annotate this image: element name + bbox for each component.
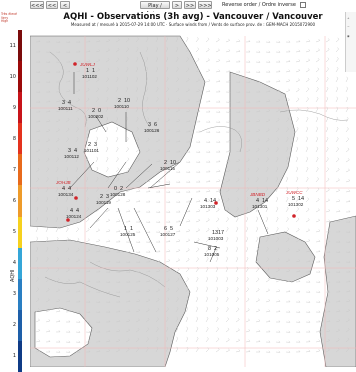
first-frame-button[interactable]: <<< [30,1,44,9]
aqhi-color-scale [18,30,22,372]
legend-label-9: 9 [8,105,16,111]
back-button[interactable]: < [60,1,70,9]
station-aqhi-code: JUWLJ [79,62,96,67]
station-id: 100128 [110,192,126,197]
forward-button[interactable]: > [172,1,182,9]
forward-fast-button[interactable]: >> [184,1,196,9]
legend-color-11 [18,30,22,61]
legend-label-6: 6 [8,198,16,204]
legend-color-5 [18,217,22,248]
aqhi-legend: Très élevé Very High 11 10 9 8 7 6 5 4 3 2 1 AQHI [0,12,30,367]
legend-title: AQHI [10,269,16,282]
station-aqhi-code: JUWCC [285,190,303,195]
station-id: 101302 [288,202,304,207]
station-id: 100134 [58,192,74,197]
legend-label-3: 3 [8,291,16,297]
side-widget-panel[interactable]: + − ◉ [345,12,356,72]
last-frame-button[interactable]: >>> [198,1,212,9]
station-id: 101301 [252,204,268,209]
legend-label-11: 11 [8,43,16,49]
legend-color-8 [18,123,22,154]
legend-color-4 [18,248,22,279]
legend-label-2: 2 [8,322,16,328]
legend-color-7 [18,154,22,185]
station-aqhi-code: JOHJB [55,180,71,185]
station-id: 100111 [58,106,73,111]
legend-color-10 [18,61,22,92]
legend-color-3 [18,279,22,310]
legend-color-1 [18,341,22,372]
station-id: 101102 [82,74,97,79]
legend-color-6 [18,185,22,216]
legend-label-4: 4 [8,260,16,266]
zoom-in-icon[interactable]: + [347,16,350,20]
play-button[interactable]: Play / Animer [140,1,170,9]
station-id: 101303 [200,204,216,209]
legend-label-5: 5 [8,229,16,235]
legend-label-10: 10 [8,74,16,80]
legend-label-1: 1 [8,353,16,359]
legend-label-7: 7 [8,167,16,173]
map-subtitle: Measured at / mesuré à 2015-07-29 14:00 … [30,22,356,27]
compass-icon: ◉ [347,34,350,38]
station-id: 101005 [204,252,220,257]
station-id: 100119 [96,200,111,205]
station-id: 101101 [84,148,99,153]
station-id: 100126 [144,128,160,133]
reverse-order-checkbox[interactable] [300,2,306,8]
station-id: 100127 [160,232,176,237]
zoom-out-icon[interactable]: − [347,24,350,28]
station-aqhi-code: JBNBD [249,192,266,197]
legend-high-note: Très élevé Very High [1,13,17,24]
station-id: 100125 [120,232,136,237]
station-id: 100110 [114,104,129,109]
station-id: 100112 [64,154,79,159]
legend-label-8: 8 [8,136,16,142]
legend-color-2 [18,310,22,341]
station-id: 101003 [208,236,224,241]
map-title: AQHI - Observations (3h avg) - Vancouver… [30,12,356,22]
animation-controls: <<< << < Play / Animer > >> >>> Reverse … [0,0,356,12]
legend-color-9 [18,92,22,123]
back-fast-button[interactable]: << [46,1,58,9]
station-id: 100202 [88,114,104,119]
reverse-order-label: Reverse order / Ordre inverse [222,2,296,8]
station-id: 100115 [160,166,175,171]
